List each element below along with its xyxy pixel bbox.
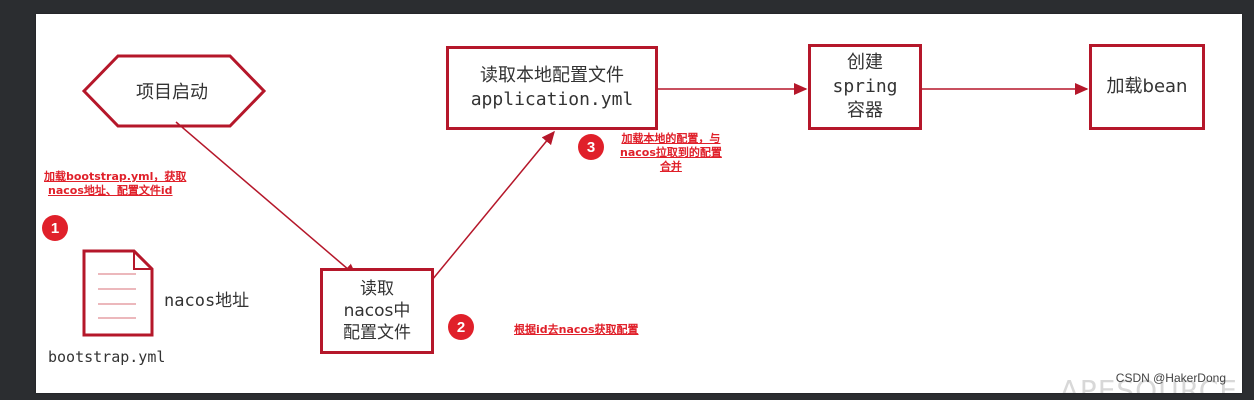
file-name-label: bootstrap.yml <box>48 348 166 366</box>
create-spring-line-1: 创建 <box>847 52 883 73</box>
file-side-label: nacos地址 <box>164 291 250 311</box>
step-3-note: 加载本地的配置，与 nacos拉取到的配置 合并 <box>620 132 722 174</box>
read-nacos-line-1: 读取 <box>360 279 394 299</box>
step-3-note-line-2: nacos拉取到的配置 <box>620 146 722 159</box>
step-3-badge: 3 <box>578 134 604 160</box>
step-2-note-line-1: 根据id去nacos获取配置 <box>514 323 639 336</box>
read-local-line-2: application.yml <box>470 89 634 110</box>
create-spring-line-3: 容器 <box>847 100 883 121</box>
load-bean-node: 加载bean <box>1089 44 1205 130</box>
read-local-line-1: 读取本地配置文件 <box>480 65 624 86</box>
arrow-start-to-nacos <box>175 121 358 277</box>
step-2-note: 根据id去nacos获取配置 <box>514 323 639 337</box>
diagram-canvas: 项目启动 读取 nacos中 配置文件 读取本地配置文件 application… <box>36 14 1242 393</box>
read-nacos-line-2: nacos中 <box>343 301 411 321</box>
step-1-note: 加载bootstrap.yml，获取 nacos地址、配置文件id <box>44 170 186 198</box>
create-spring-node: 创建 spring 容器 <box>808 44 922 130</box>
file-icon <box>82 249 154 337</box>
load-bean-label: 加载bean <box>1106 76 1188 97</box>
read-local-node: 读取本地配置文件 application.yml <box>446 46 658 130</box>
watermark: APESOURCE <box>1059 374 1238 393</box>
step-1-note-line-2: nacos地址、配置文件id <box>48 184 173 197</box>
arrow-nacos-to-local <box>431 130 555 281</box>
step-1-note-line-1: 加载bootstrap.yml，获取 <box>44 170 187 183</box>
start-node-label: 项目启动 <box>136 82 208 103</box>
step-2-badge: 2 <box>448 314 474 340</box>
read-nacos-line-3: 配置文件 <box>343 323 411 343</box>
step-3-note-line-1: 加载本地的配置，与 <box>621 132 721 145</box>
credit-label: CSDN @HakerDong <box>1115 371 1226 385</box>
read-nacos-node: 读取 nacos中 配置文件 <box>320 268 434 354</box>
create-spring-line-2: spring <box>832 76 898 97</box>
step-3-note-line-3: 合并 <box>659 160 682 173</box>
diagram-connectors <box>81 54 1089 337</box>
start-hexagon <box>81 54 267 128</box>
step-1-badge: 1 <box>42 215 68 241</box>
